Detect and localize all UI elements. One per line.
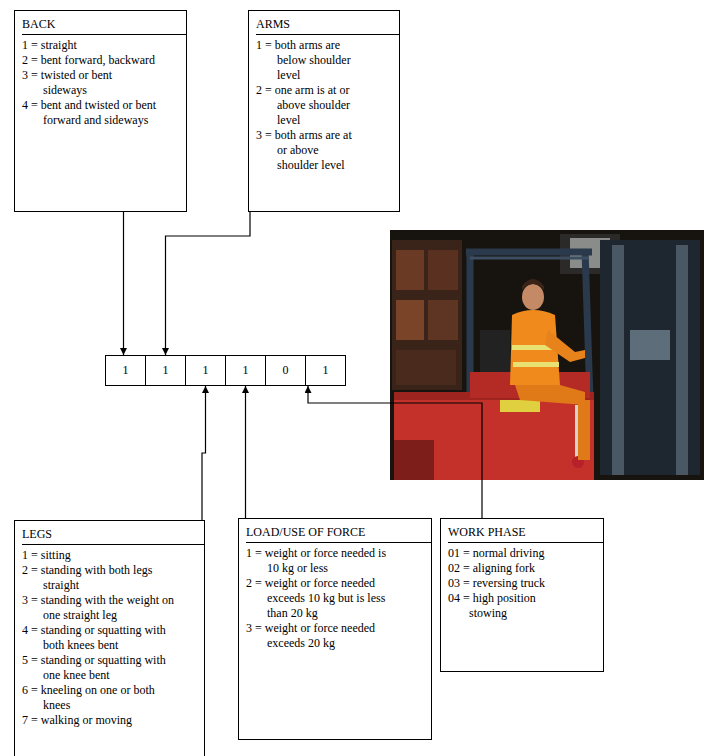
code-key-item: 6 = kneeling on one or both knees <box>22 683 182 713</box>
pointer-arrow <box>166 212 251 355</box>
photo-ground <box>390 230 704 480</box>
code-key-item: 5 = standing or squatting with one knee … <box>22 653 182 683</box>
forklift-truck <box>394 240 700 480</box>
code-digit: 1 <box>243 363 249 378</box>
code-key-box: LEGS 1 = sitting2 = standing with both le… <box>14 520 205 756</box>
code-key-box: BACK 1 = straight2 = bent forward, backwa… <box>14 10 187 212</box>
code-digit: 0 <box>283 363 289 378</box>
code-cell: 1 <box>185 355 226 386</box>
code-digit: 1 <box>123 363 129 378</box>
code-key-item: 2 = weight or force needed exceeds 10 kg… <box>246 576 401 621</box>
code-key-item: 2 = standing with both legs straight <box>22 563 182 593</box>
code-key-box: ARMS 1 = both arms are below shoulder lev… <box>248 10 400 212</box>
code-cell: 1 <box>145 355 186 386</box>
code-key-item: 01 = normal driving <box>448 546 575 561</box>
code-digit: 1 <box>163 363 169 378</box>
box-heading: LEGS <box>22 527 204 545</box>
code-key-item: 1 = both arms are below shoulder level <box>256 38 357 83</box>
code-digit: 1 <box>323 363 329 378</box>
code-key-item: 3 = weight or force needed exceeds 20 kg <box>246 621 401 651</box>
box-heading: ARMS <box>256 17 399 35</box>
code-key-item: 3 = twisted or bent sideways <box>22 68 158 98</box>
code-key-item: 03 = reversing truck <box>448 576 575 591</box>
code-key-item: 1 = sitting <box>22 548 182 563</box>
code-key-item: 1 = weight or force needed is 10 kg or l… <box>246 546 401 576</box>
code-key-box: WORK PHASE 01 = normal driving02 = aligni… <box>440 518 604 672</box>
code-key-item: 1 = straight <box>22 38 158 53</box>
pointer-arrow <box>308 386 482 518</box>
pointer-arrow <box>123 212 124 355</box>
pointer-arrow <box>202 386 206 520</box>
code-key-item: 2 = one arm is at or above shoulder leve… <box>256 83 357 128</box>
code-cell: 1 <box>225 355 266 386</box>
code-key-item: 4 = standing or squatting with both knee… <box>22 623 182 653</box>
code-key-item: 02 = aligning fork <box>448 561 575 576</box>
code-key-item: 3 = both arms are at or above shoulder l… <box>256 128 357 173</box>
code-key-item: 4 = bent and twisted or bent forward and… <box>22 98 158 128</box>
code-key-item: 2 = bent forward, backward <box>22 53 158 68</box>
code-key-item: 7 = walking or moving <box>22 713 182 728</box>
code-key-item: 3 = standing with the weight on one stra… <box>22 593 182 623</box>
pointer-arrow <box>245 386 246 518</box>
code-digit: 1 <box>203 363 209 378</box>
box-heading: BACK <box>22 17 186 35</box>
code-key-item: 04 = high position stowing <box>448 591 575 621</box>
box-heading: WORK PHASE <box>448 525 603 543</box>
code-cell: 1 <box>305 355 346 386</box>
box-heading: LOAD/USE OF FORCE <box>246 525 431 543</box>
code-key-box: LOAD/USE OF FORCE 1 = weight or force nee… <box>238 518 432 740</box>
code-cell: 1 <box>105 355 146 386</box>
driver-figure <box>510 279 590 460</box>
code-cell: 0 <box>265 355 306 386</box>
